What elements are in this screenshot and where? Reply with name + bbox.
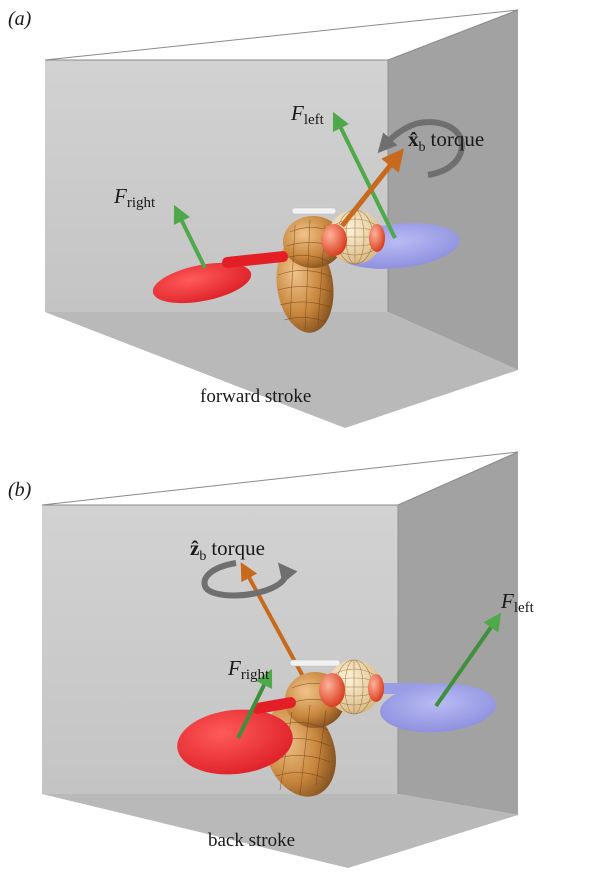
- torque-axis-arrow: [340, 148, 405, 228]
- box-top-edge: [41, 451, 519, 506]
- curved-torque-arrow-icon: [377, 119, 465, 178]
- panel-label-b: (b): [8, 479, 32, 501]
- white-bar: [291, 207, 337, 215]
- insect-head: [319, 659, 384, 715]
- panel-a: (a): [8, 8, 519, 428]
- right-force-arrow: [173, 204, 207, 269]
- curved-torque-arrow-icon: [201, 560, 298, 599]
- box-floor: [45, 312, 518, 428]
- box-side-wall: [398, 452, 518, 815]
- right-wing: [152, 251, 288, 304]
- caption-a: forward stroke: [200, 386, 311, 407]
- caption-b: back stroke: [208, 830, 295, 851]
- right-wing: [177, 697, 296, 775]
- panel-label-a: (a): [8, 8, 32, 30]
- eye-right: [368, 674, 384, 702]
- force-left-label: Fleft: [290, 101, 325, 128]
- box-top-edge: [44, 9, 519, 61]
- box-side-wall: [388, 10, 518, 370]
- left-wing: [372, 683, 496, 733]
- box-floor: [42, 794, 518, 868]
- white-bar: [289, 659, 341, 667]
- left-force-arrow: [434, 612, 502, 708]
- force-right-label: Fright: [113, 184, 156, 211]
- right-force-arrow: [236, 668, 273, 739]
- insect-head: [321, 209, 385, 265]
- force-left-label: Fleft: [500, 589, 535, 616]
- eye-left: [321, 224, 347, 256]
- panel-b: (b): [8, 451, 535, 868]
- left-force-arrow: [332, 111, 397, 239]
- eye-right: [369, 224, 385, 252]
- eye-left: [319, 673, 345, 707]
- force-right-label: Fright: [227, 656, 270, 683]
